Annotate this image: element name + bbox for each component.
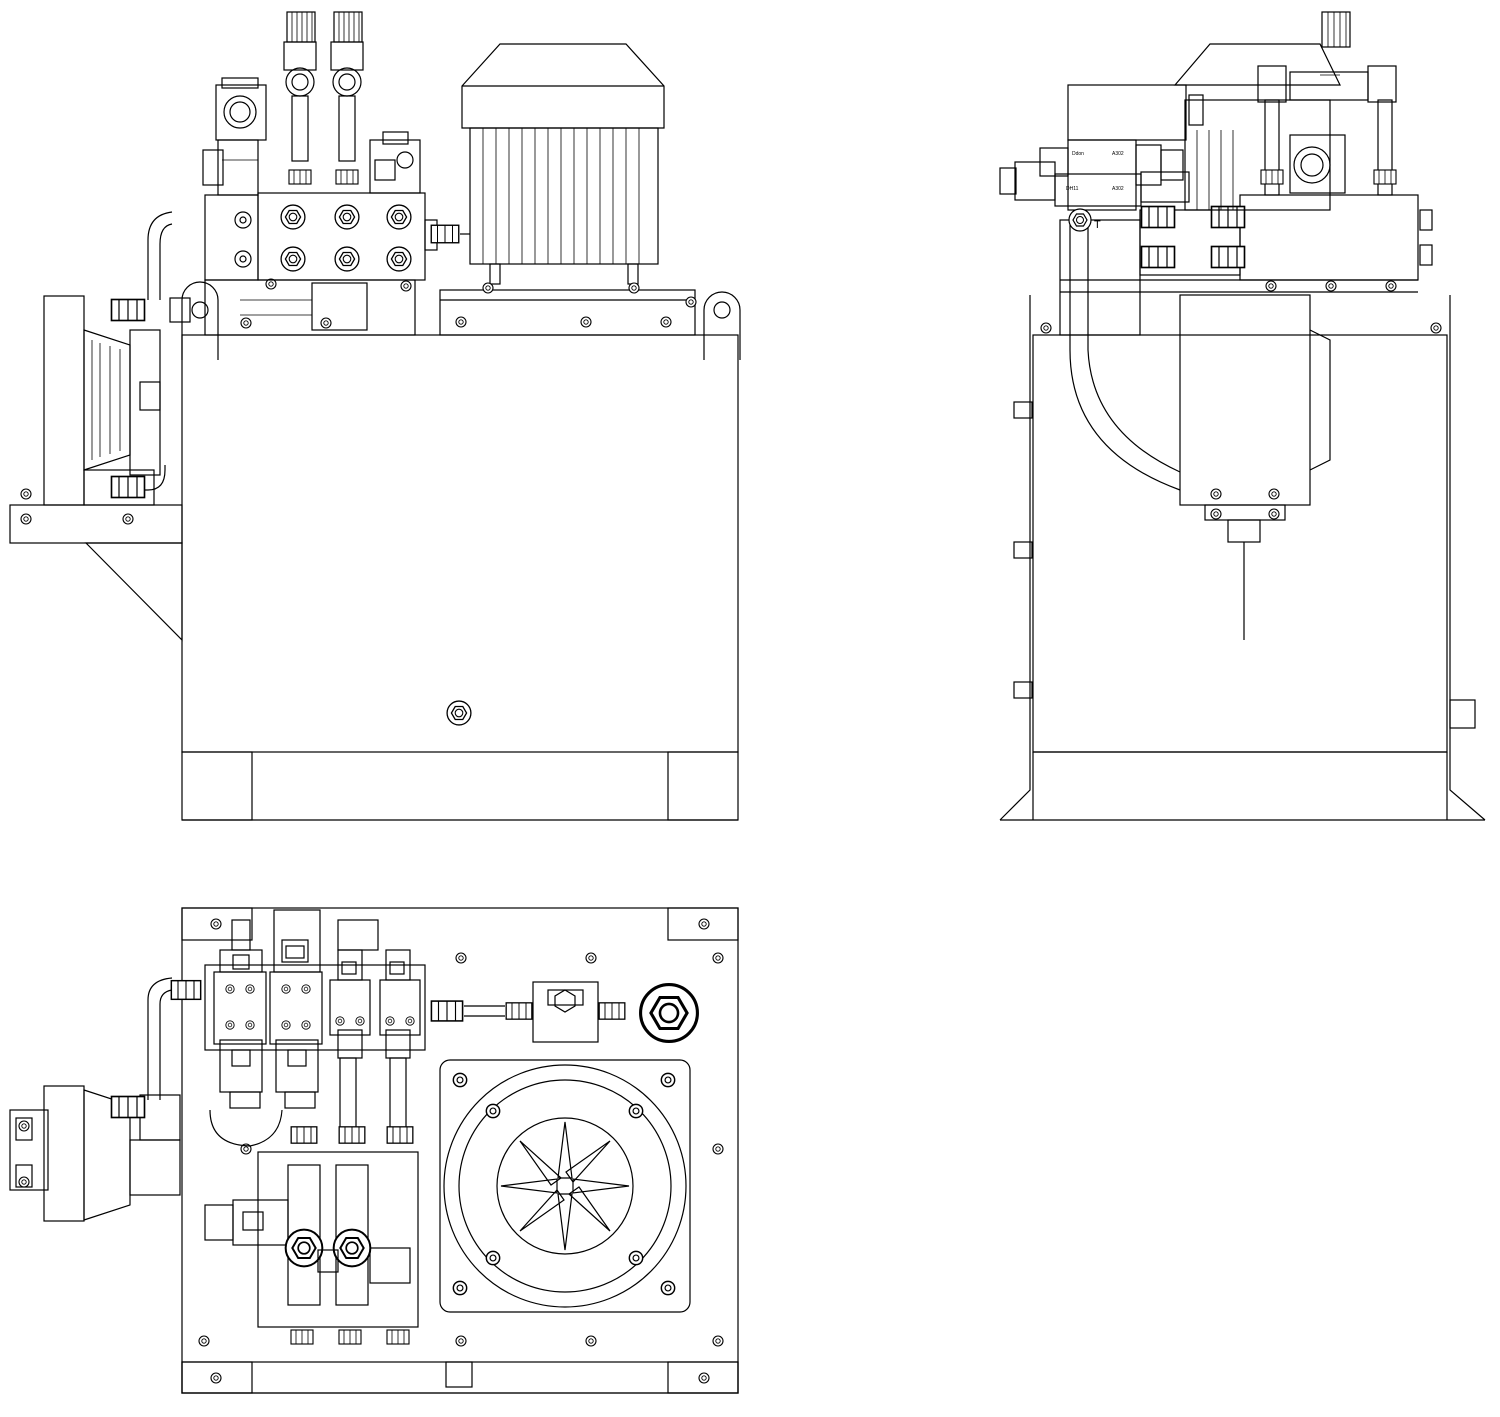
front-lifting-lug-left — [181, 281, 219, 360]
valve-tag-b: DH11 — [1066, 186, 1079, 192]
front-cooler-flange — [43, 295, 85, 506]
side-view: Ddon A302 DH11 A302 T — [999, 11, 1486, 821]
valve-tag-a: Ddon — [1072, 151, 1084, 157]
front-drain-plug — [446, 700, 472, 726]
front-foot-left — [181, 751, 253, 821]
top-tank-outline — [181, 907, 739, 1394]
front-motor-body — [469, 127, 659, 265]
top-motor-flange — [439, 1059, 691, 1313]
side-tank — [1032, 334, 1448, 753]
top-lower-manifold — [257, 1151, 419, 1328]
side-filter-housing — [1179, 294, 1311, 506]
front-view — [9, 11, 741, 821]
top-valve-stack — [204, 964, 426, 1051]
front-side-plate — [9, 504, 183, 544]
front-tank — [181, 334, 739, 753]
tank-port-label: T — [1094, 219, 1101, 231]
side-return-hose — [1069, 225, 1181, 491]
front-lifting-lug-right — [703, 291, 741, 360]
valve-label-a: A302 — [1112, 151, 1124, 157]
front-foot-right — [667, 751, 739, 821]
front-manifold — [204, 194, 259, 281]
top-view — [9, 907, 739, 1394]
valve-label-b: A302 — [1112, 186, 1124, 192]
